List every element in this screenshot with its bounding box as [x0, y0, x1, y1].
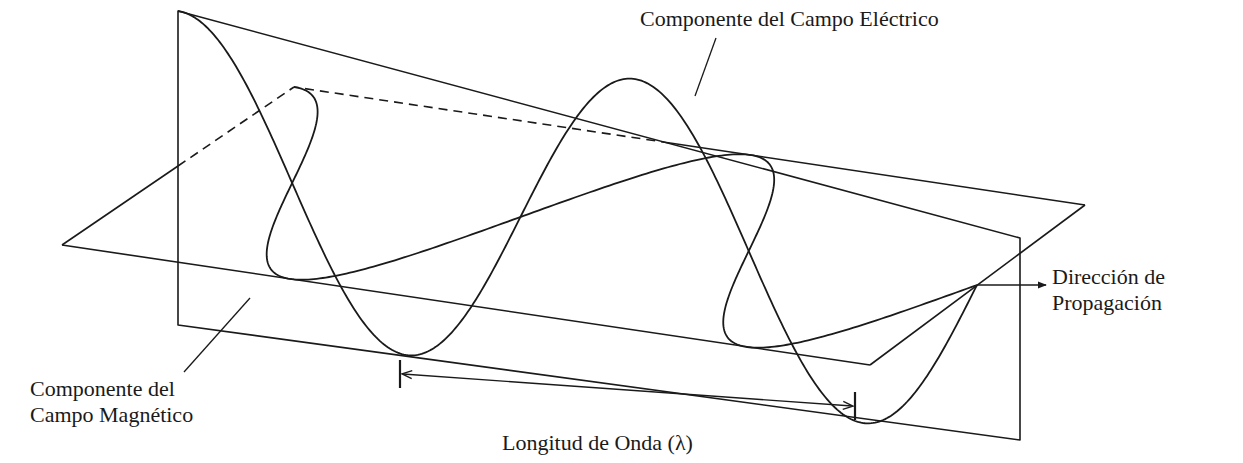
propagation-label: Dirección de Propagación: [1052, 264, 1192, 317]
electric-field-label: Componente del Campo Eléctrico: [640, 6, 939, 32]
wavelength-label: Longitud de Onda (λ): [502, 430, 693, 456]
magnetic-wave: [267, 87, 977, 348]
hidden-plane-edge: [294, 87, 670, 143]
electric-wave: [178, 11, 977, 423]
wavelength-arrow: [403, 374, 852, 406]
magnetic-plane-edge: [62, 166, 178, 245]
leader-line: [695, 38, 716, 96]
leader-line: [184, 298, 250, 372]
propagation-arrow: [977, 284, 1046, 286]
electric-plane: [178, 11, 1020, 440]
hidden-plane-edge: [178, 87, 294, 166]
magnetic-field-label: Componente del Campo Magnético: [30, 376, 208, 429]
wavelength-tick: [854, 392, 856, 420]
wavelength-tick: [399, 360, 401, 388]
magnetic-plane-edge: [670, 143, 1085, 205]
